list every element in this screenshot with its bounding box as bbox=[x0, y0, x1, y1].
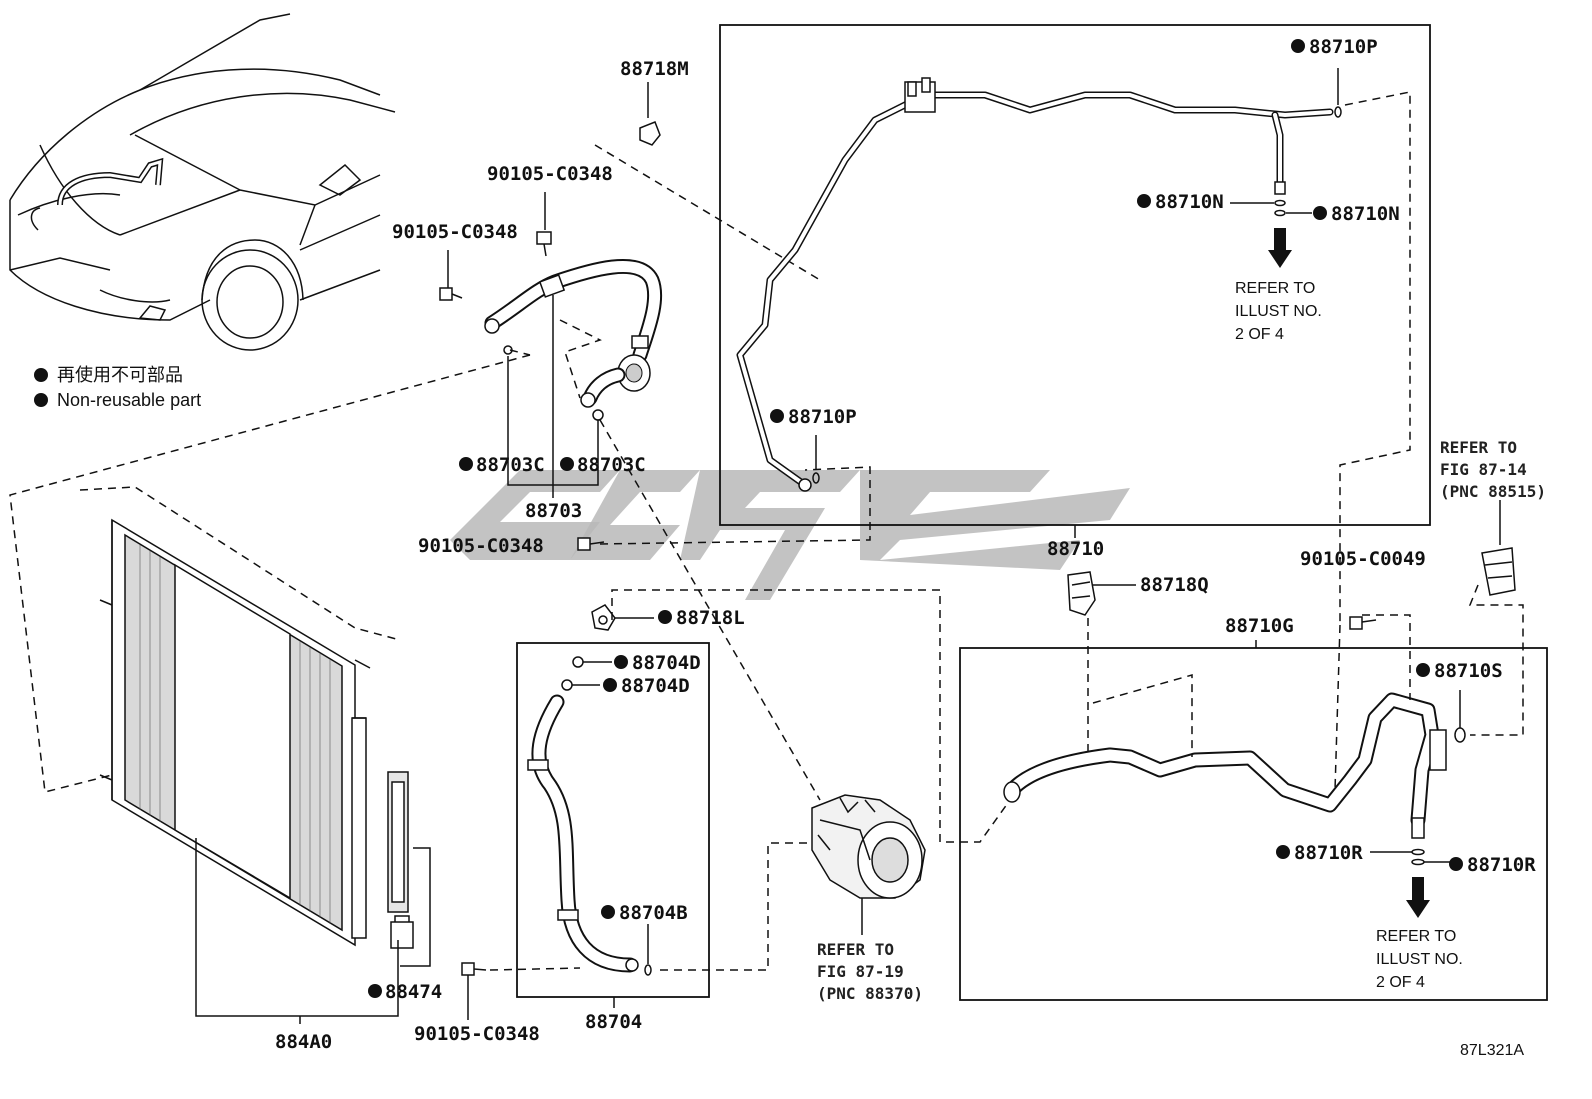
connector-88515 bbox=[1481, 547, 1516, 596]
label-88710N-a: 88710N bbox=[1155, 191, 1224, 213]
ref-fig-87-14: REFER TO FIG 87-14 (PNC 88515) bbox=[1440, 438, 1546, 501]
vehicle-sketch bbox=[9, 13, 396, 351]
o-ring-icon bbox=[592, 409, 604, 421]
non-reusable-dot-icon bbox=[560, 457, 574, 471]
label-88474: 88474 bbox=[385, 981, 442, 1003]
o-ring-icon bbox=[1454, 727, 1466, 743]
svg-text:2 OF 4: 2 OF 4 bbox=[1376, 974, 1425, 991]
receiver-dryer bbox=[387, 771, 414, 949]
label-90105-a: 90105-C0348 bbox=[487, 163, 613, 185]
hose-88704 bbox=[527, 694, 639, 973]
o-ring-icon bbox=[1274, 199, 1286, 207]
label-90105-c: 90105-C0348 bbox=[418, 535, 544, 557]
label-88718Q: 88718Q bbox=[1140, 574, 1209, 596]
label-88710P-b: 88710P bbox=[788, 406, 857, 428]
svg-text:REFER TO: REFER TO bbox=[1376, 928, 1456, 945]
legend-en: Non-reusable part bbox=[57, 390, 201, 410]
non-reusable-dot-icon bbox=[601, 905, 615, 919]
svg-text:FIG 87-14: FIG 87-14 bbox=[1440, 460, 1527, 479]
label-88704: 88704 bbox=[585, 1011, 642, 1033]
label-88710: 88710 bbox=[1047, 538, 1104, 560]
o-ring-icon bbox=[1274, 209, 1286, 217]
non-reusable-dot-icon bbox=[770, 409, 784, 423]
o-ring-icon bbox=[572, 656, 584, 668]
label-88718M: 88718M bbox=[620, 58, 689, 80]
o-ring-icon bbox=[1334, 106, 1342, 118]
arrow-down-icon bbox=[1406, 877, 1430, 918]
svg-text:REFER TO: REFER TO bbox=[1440, 438, 1517, 457]
ref-illust-a: REFER TO ILLUST NO. 2 OF 4 bbox=[1235, 280, 1322, 343]
non-reusable-dot-icon bbox=[614, 655, 628, 669]
label-88710R-a: 88710R bbox=[1294, 842, 1363, 864]
label-88704D-b: 88704D bbox=[621, 675, 690, 697]
group-box-88710G bbox=[959, 647, 1548, 1001]
non-reusable-dot-icon bbox=[1291, 39, 1305, 53]
clip-88718L bbox=[591, 604, 616, 631]
svg-text:ILLUST NO.: ILLUST NO. bbox=[1235, 303, 1322, 320]
label-88710N-b: 88710N bbox=[1331, 203, 1400, 225]
non-reusable-dot-icon bbox=[603, 678, 617, 692]
ref-fig-87-19: REFER TO FIG 87-19 (PNC 88370) bbox=[817, 940, 923, 1003]
non-reusable-dot-icon bbox=[459, 457, 473, 471]
pipe-88710G bbox=[1003, 692, 1447, 839]
label-90105-e: 90105-C0049 bbox=[1300, 548, 1426, 570]
part-labels: 88718M 90105-C0348 90105-C0348 90105-C03… bbox=[275, 36, 1536, 1053]
svg-text:REFER TO: REFER TO bbox=[1235, 280, 1315, 297]
non-reusable-dot-icon bbox=[34, 393, 48, 407]
svg-text:(PNC 88370): (PNC 88370) bbox=[817, 984, 923, 1003]
label-88710P-a: 88710P bbox=[1309, 36, 1378, 58]
svg-text:ILLUST NO.: ILLUST NO. bbox=[1376, 951, 1463, 968]
clip-88718Q bbox=[1067, 571, 1096, 616]
o-ring-icon bbox=[812, 472, 820, 484]
non-reusable-dot-icon bbox=[658, 610, 672, 624]
label-88704B: 88704B bbox=[619, 902, 688, 924]
condenser-884A0 bbox=[99, 518, 371, 947]
arrow-down-icon bbox=[1268, 228, 1292, 268]
ref-illust-b: REFER TO ILLUST NO. 2 OF 4 bbox=[1376, 928, 1463, 991]
hose-88703 bbox=[484, 259, 663, 408]
label-88703: 88703 bbox=[525, 500, 582, 522]
legend: 再使用不可部品 Non-reusable part bbox=[34, 365, 201, 410]
label-88710G: 88710G bbox=[1225, 615, 1294, 637]
label-88718L: 88718L bbox=[676, 607, 745, 629]
non-reusable-dot-icon bbox=[368, 984, 382, 998]
label-88703C-a: 88703C bbox=[476, 454, 545, 476]
non-reusable-dot-icon bbox=[1137, 194, 1151, 208]
o-ring-icon bbox=[1411, 858, 1425, 866]
bolt-icon bbox=[439, 231, 1377, 976]
compressor bbox=[811, 794, 926, 899]
label-88710R-b: 88710R bbox=[1467, 854, 1536, 876]
label-88710S: 88710S bbox=[1434, 660, 1503, 682]
svg-text:(PNC 88515): (PNC 88515) bbox=[1440, 482, 1546, 501]
o-ring-icon bbox=[644, 964, 652, 976]
watermark-logo bbox=[450, 470, 1130, 600]
group-box-88704 bbox=[516, 642, 710, 998]
o-ring-icon bbox=[561, 679, 573, 691]
non-reusable-dot-icon bbox=[1313, 206, 1327, 220]
clip-88718M bbox=[639, 121, 661, 146]
figure-code: 87L321A bbox=[1460, 1042, 1524, 1059]
non-reusable-dot-icon bbox=[1276, 845, 1290, 859]
non-reusable-dot-icon bbox=[1416, 663, 1430, 677]
non-reusable-dot-icon bbox=[34, 368, 48, 382]
svg-text:FIG 87-19: FIG 87-19 bbox=[817, 962, 904, 981]
label-90105-b: 90105-C0348 bbox=[392, 221, 518, 243]
legend-jp: 再使用不可部品 bbox=[57, 365, 183, 385]
non-reusable-dot-icon bbox=[1449, 857, 1463, 871]
svg-text:REFER TO: REFER TO bbox=[817, 940, 894, 959]
label-88704D-a: 88704D bbox=[632, 652, 701, 674]
label-90105-d: 90105-C0348 bbox=[414, 1023, 540, 1045]
svg-text:2 OF 4: 2 OF 4 bbox=[1235, 326, 1284, 343]
label-884A0: 884A0 bbox=[275, 1031, 332, 1053]
o-ring-icon bbox=[1411, 848, 1425, 856]
pipe-88710 bbox=[736, 77, 1334, 492]
label-88703C-b: 88703C bbox=[577, 454, 646, 476]
